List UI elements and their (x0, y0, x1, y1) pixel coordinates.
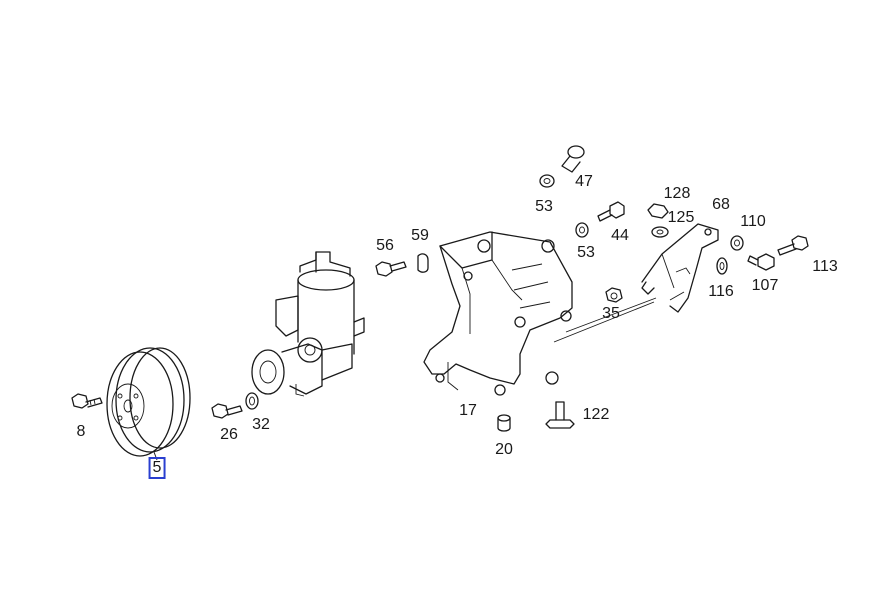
bolt-8 (71, 393, 103, 409)
callout-53-top[interactable]: 53 (535, 198, 553, 215)
bolt-113 (777, 235, 809, 256)
callout-47[interactable]: 47 (575, 173, 593, 190)
callout-113[interactable]: 113 (812, 258, 838, 275)
nut-53-top (539, 174, 555, 188)
nut-35 (605, 287, 623, 303)
bolt-107 (747, 253, 775, 271)
callout-8[interactable]: 8 (76, 423, 86, 440)
callout-26[interactable]: 26 (220, 426, 238, 443)
nut-128 (647, 203, 669, 219)
bolt-122 (545, 401, 575, 429)
sleeve-20 (497, 414, 511, 432)
callout-128[interactable]: 128 (663, 185, 691, 202)
bracket-68 (641, 223, 719, 313)
clip-59 (417, 253, 429, 273)
callout-68[interactable]: 68 (712, 196, 730, 213)
callout-122[interactable]: 122 (582, 406, 610, 423)
bracket-17 (423, 231, 657, 396)
washer-116 (716, 257, 728, 275)
steering-pump (251, 251, 365, 397)
callout-53[interactable]: 53 (577, 244, 595, 261)
pulley-5 (106, 347, 191, 461)
callout-20[interactable]: 20 (495, 441, 513, 458)
callout-17[interactable]: 17 (459, 402, 477, 419)
callout-56[interactable]: 56 (376, 237, 394, 254)
bolt-44 (597, 201, 625, 222)
callout-107[interactable]: 107 (751, 277, 779, 294)
callout-44[interactable]: 44 (611, 227, 629, 244)
callout-5-selected[interactable]: 5 (148, 457, 166, 479)
washer-125 (651, 226, 669, 238)
callout-32[interactable]: 32 (252, 416, 270, 433)
callout-125[interactable]: 125 (667, 209, 695, 226)
callout-35[interactable]: 35 (602, 305, 620, 322)
callout-110[interactable]: 110 (740, 213, 766, 230)
bolt-26 (211, 403, 243, 419)
washer-53 (575, 222, 589, 238)
callout-59[interactable]: 59 (411, 227, 429, 244)
washer-32 (245, 392, 259, 410)
bolt-47 (561, 145, 585, 173)
washer-110 (730, 235, 744, 251)
callout-116[interactable]: 116 (708, 283, 734, 300)
bolt-56 (375, 261, 407, 277)
